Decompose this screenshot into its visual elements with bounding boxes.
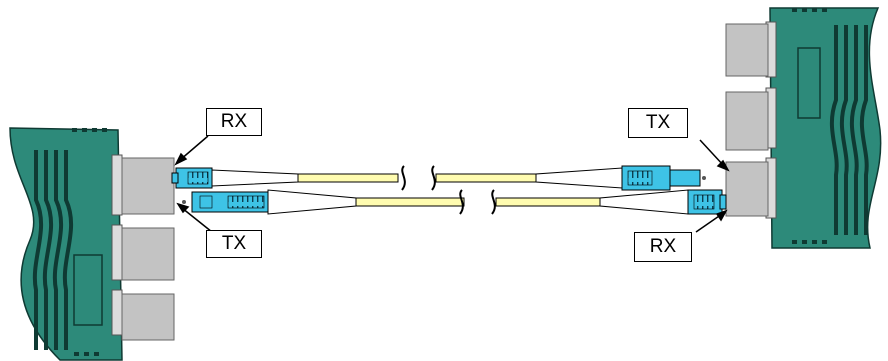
left-rx-label: RX: [206, 108, 262, 136]
right-rx-label: RX: [634, 232, 692, 262]
lc-connector-right-tx: [621, 165, 706, 191]
left-device-card-slots: [32, 150, 74, 350]
left-tx-label: TX: [206, 230, 262, 258]
right-tx-label: TX: [628, 108, 688, 138]
cable-upper-fiber-left: [297, 173, 399, 183]
cable-upper-break-mark-right: [431, 165, 436, 191]
cable-lower-fiber-left: [355, 197, 465, 207]
right-sfp-port-2: [725, 91, 769, 151]
left-switch-device: [9, 127, 175, 361]
cable-lower-break-mark-right: [491, 189, 496, 215]
right-switch-device: [725, 7, 882, 249]
left-device-port-strip: [111, 154, 123, 336]
right-device-vents: [792, 8, 827, 244]
cable-upper-break-mark-left: [401, 165, 406, 191]
fiber-cable-upper: [171, 165, 706, 191]
right-sfp-port-3: [725, 161, 769, 217]
left-device-vents: [72, 128, 107, 356]
right-device-card-slots: [829, 25, 869, 235]
cable-upper-boot-right: [535, 167, 623, 189]
right-device-panel: [797, 47, 821, 119]
fiber-cable-lower: [182, 189, 727, 215]
right-sfp-port-1: [725, 23, 769, 77]
cable-lower-boot-right: [599, 189, 689, 215]
cable-lower-fiber-right: [495, 197, 601, 207]
cable-upper-boot-left: [211, 169, 299, 187]
lc-connector-left-tx: [182, 191, 269, 213]
lc-connector-left-rx: [171, 167, 213, 189]
label-arrows: [174, 135, 730, 233]
cable-lower-break-mark-left: [459, 189, 464, 215]
cable-upper-fiber-right: [435, 173, 537, 183]
cable-lower-boot-left: [267, 189, 357, 215]
left-sfp-port-3: [121, 293, 175, 341]
left-sfp-port-1: [121, 157, 175, 215]
left-device-panel: [73, 254, 103, 326]
lc-connector-right-rx: [687, 189, 727, 215]
left-sfp-port-2: [121, 227, 175, 281]
